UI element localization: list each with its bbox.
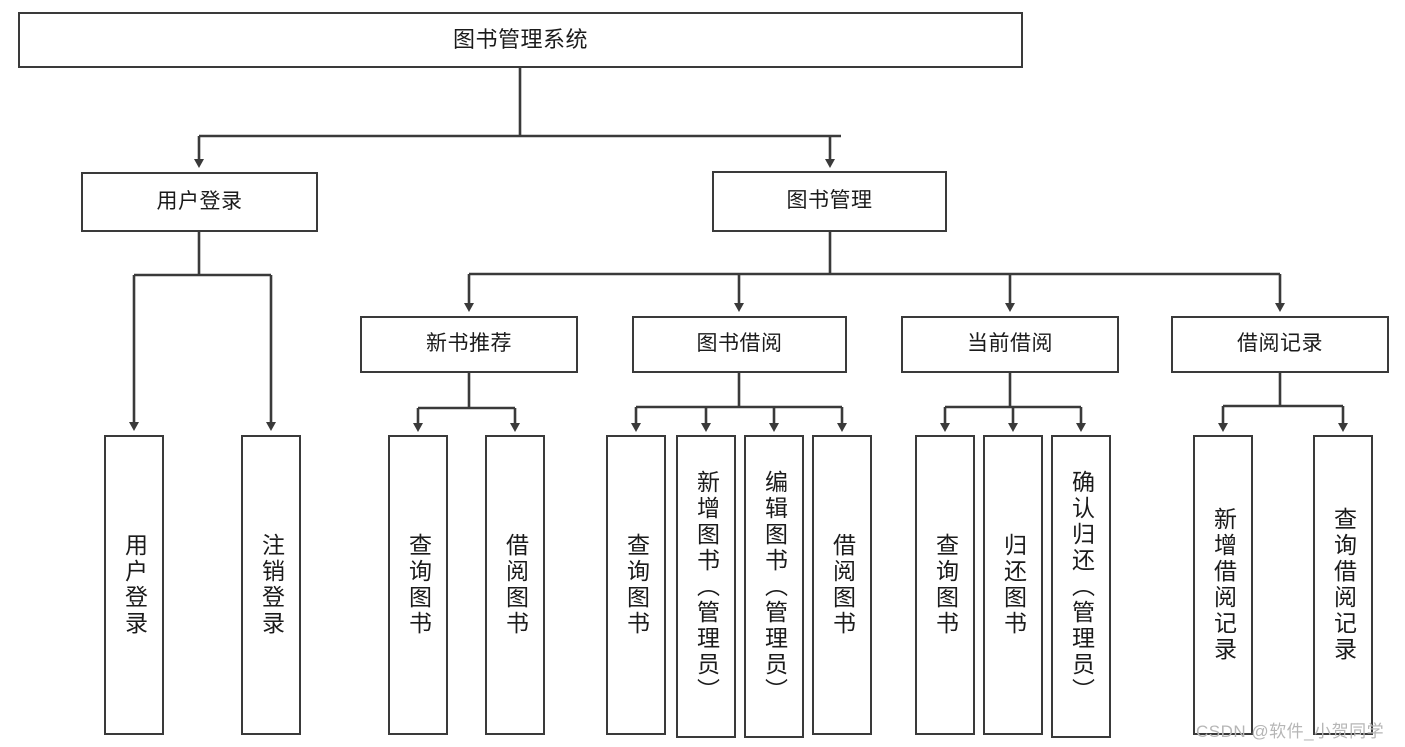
node-leaf-confirm-return-admin-label: 确认归还（管理员） — [1068, 469, 1095, 704]
node-leaf-query-borrow-record-label: 查询借阅记录 — [1330, 507, 1357, 663]
node-leaf-logout-login[interactable]: 注销登录 — [241, 435, 301, 735]
node-borrow-record-label: 借阅记录 — [1237, 332, 1323, 356]
node-leaf-query-book-2-label: 查询图书 — [623, 533, 650, 637]
node-leaf-user-login-label: 用户登录 — [121, 533, 148, 637]
node-leaf-edit-book-admin[interactable]: 编辑图书（管理员） — [744, 435, 804, 738]
node-leaf-logout-login-label: 注销登录 — [258, 533, 285, 637]
node-new-book-recommend-label: 新书推荐 — [426, 332, 512, 356]
node-leaf-borrow-book-1[interactable]: 借阅图书 — [485, 435, 545, 735]
node-root-label: 图书管理系统 — [452, 27, 588, 53]
watermark: CSDN @软件_小贺同学 — [1196, 722, 1385, 741]
node-leaf-add-borrow-record-label: 新增借阅记录 — [1210, 507, 1237, 663]
node-leaf-borrow-book-1-label: 借阅图书 — [502, 533, 529, 637]
node-leaf-borrow-book-2[interactable]: 借阅图书 — [812, 435, 872, 735]
node-book-manage[interactable]: 图书管理 — [712, 171, 947, 232]
node-book-borrow[interactable]: 图书借阅 — [632, 316, 847, 373]
node-leaf-edit-book-admin-label: 编辑图书（管理员） — [761, 469, 788, 704]
node-current-borrow[interactable]: 当前借阅 — [901, 316, 1119, 373]
node-leaf-return-book[interactable]: 归还图书 — [983, 435, 1043, 735]
node-leaf-query-book-2[interactable]: 查询图书 — [606, 435, 666, 735]
node-new-book-recommend[interactable]: 新书推荐 — [360, 316, 578, 373]
node-leaf-query-book-1-label: 查询图书 — [405, 533, 432, 637]
node-leaf-query-book-3-label: 查询图书 — [932, 533, 959, 637]
node-leaf-query-book-3[interactable]: 查询图书 — [915, 435, 975, 735]
node-leaf-add-book-admin[interactable]: 新增图书（管理员） — [676, 435, 736, 738]
node-leaf-query-book-1[interactable]: 查询图书 — [388, 435, 448, 735]
node-user-login[interactable]: 用户登录 — [81, 172, 318, 232]
node-leaf-query-borrow-record[interactable]: 查询借阅记录 — [1313, 435, 1373, 735]
node-leaf-user-login[interactable]: 用户登录 — [104, 435, 164, 735]
node-leaf-add-book-admin-label: 新增图书（管理员） — [693, 469, 720, 704]
node-current-borrow-label: 当前借阅 — [967, 332, 1053, 356]
node-user-login-label: 用户登录 — [156, 189, 243, 213]
node-borrow-record[interactable]: 借阅记录 — [1171, 316, 1389, 373]
node-leaf-borrow-book-2-label: 借阅图书 — [829, 533, 856, 637]
node-book-borrow-label: 图书借阅 — [696, 332, 783, 356]
node-root[interactable]: 图书管理系统 — [18, 12, 1023, 68]
node-leaf-add-borrow-record[interactable]: 新增借阅记录 — [1193, 435, 1253, 735]
node-leaf-confirm-return-admin[interactable]: 确认归还（管理员） — [1051, 435, 1111, 738]
node-leaf-return-book-label: 归还图书 — [1000, 533, 1027, 637]
node-book-manage-label: 图书管理 — [786, 189, 873, 213]
